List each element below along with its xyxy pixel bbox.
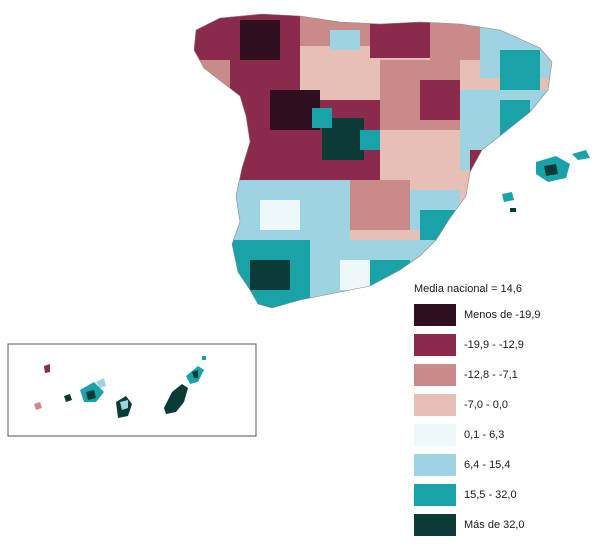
peninsula-region xyxy=(194,14,552,308)
legend-label: 6,4 - 15,4 xyxy=(464,459,511,471)
canary-islands xyxy=(34,356,206,418)
legend-item: -7,0 - 0,0 xyxy=(414,394,589,416)
legend-item: Menos de -19,9 xyxy=(414,304,589,326)
legend-item: 6,4 - 15,4 xyxy=(414,454,589,476)
legend-label: -12,8 - -7,1 xyxy=(464,369,518,381)
legend-item: 15,5 - 32,0 xyxy=(414,484,589,506)
legend-item: -19,9 - -12,9 xyxy=(414,334,589,356)
legend-swatch xyxy=(414,364,456,386)
legend-swatch xyxy=(414,304,456,326)
legend-title: Media nacional = 14,6 xyxy=(414,283,522,295)
balearic-islands xyxy=(502,150,590,212)
legend-label: Más de 32,0 xyxy=(464,519,525,531)
legend-items: Menos de -19,9 -19,9 - -12,9 -12,8 - -7,1 -… xyxy=(414,304,589,536)
legend-item: Más de 32,0 xyxy=(414,514,589,536)
legend-swatch xyxy=(414,334,456,356)
legend-label: Menos de -19,9 xyxy=(464,309,541,321)
legend-swatch xyxy=(414,454,456,476)
legend-swatch xyxy=(414,484,456,506)
legend-swatch xyxy=(414,424,456,446)
legend-label: -7,0 - 0,0 xyxy=(464,399,509,411)
legend-item: 0,1 - 6,3 xyxy=(414,424,589,446)
legend-swatch xyxy=(414,514,456,536)
map-legend: Media nacional = 14,6 Menos de -19,9 -19,… xyxy=(414,280,589,544)
peninsula-outline xyxy=(193,13,553,309)
legend-item: -12,8 - -7,1 xyxy=(414,364,589,386)
legend-swatch xyxy=(414,394,456,416)
legend-label: 0,1 - 6,3 xyxy=(464,429,505,441)
legend-label: 15,5 - 32,0 xyxy=(464,489,517,501)
canary-islands-inset-frame xyxy=(7,343,257,437)
legend-label: -19,9 - -12,9 xyxy=(464,339,524,351)
